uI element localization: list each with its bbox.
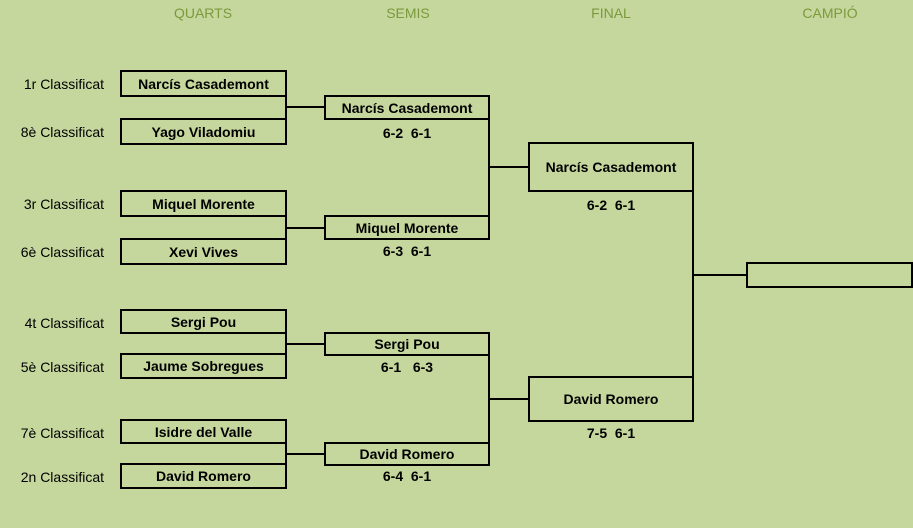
semi-player-box: Narcís Casademont	[324, 95, 490, 120]
champion-box	[746, 262, 913, 288]
bracket-connector	[285, 106, 326, 108]
quarter-player-box: Narcís Casademont	[120, 70, 287, 97]
quarter-player-box: Yago Viladomiu	[120, 118, 287, 145]
bracket-connector	[692, 274, 748, 276]
final-player-box: David Romero	[528, 376, 694, 422]
seed-label: 5è Classificat	[20, 359, 104, 375]
bracket-connector	[488, 166, 530, 168]
bracket-connector	[285, 227, 326, 229]
seed-label: 4t Classificat	[24, 315, 104, 331]
seed-label: 8è Classificat	[20, 124, 104, 140]
seed-label: 1r Classificat	[23, 76, 104, 92]
header-campio: CAMPIÓ	[802, 5, 858, 21]
bracket-connector	[285, 343, 326, 345]
semi-player-box: Sergi Pou	[324, 332, 490, 356]
quarter-player-box: Isidre del Valle	[120, 419, 287, 444]
quarter-player-box: Miquel Morente	[120, 190, 287, 217]
seed-label: 3r Classificat	[23, 196, 104, 212]
header-final: FINAL	[591, 5, 631, 21]
quarter-player-box: David Romero	[120, 463, 287, 489]
bracket-connector	[692, 167, 694, 399]
quarter-player-box: Sergi Pou	[120, 309, 287, 334]
final-score: 7-5 6-1	[586, 425, 636, 441]
semi-score: 6-4 6-1	[382, 468, 432, 484]
header-semis: SEMIS	[386, 5, 430, 21]
bracket-connector	[285, 453, 326, 455]
seed-label: 6è Classificat	[20, 244, 104, 260]
seed-label: 7è Classificat	[20, 425, 104, 441]
quarter-player-box: Jaume Sobregues	[120, 353, 287, 379]
semi-score: 6-2 6-1	[382, 125, 432, 141]
bracket-connector	[488, 398, 530, 400]
final-player-box: Narcís Casademont	[528, 142, 694, 192]
semi-score: 6-3 6-1	[382, 243, 432, 259]
final-score: 6-2 6-1	[586, 197, 636, 213]
header-quarts: QUARTS	[173, 5, 233, 21]
semi-player-box: David Romero	[324, 442, 490, 466]
semi-player-box: Miquel Morente	[324, 215, 490, 240]
quarter-player-box: Xevi Vives	[120, 238, 287, 265]
seed-label: 2n Classificat	[20, 469, 104, 485]
semi-score: 6-1 6-3	[380, 359, 434, 375]
